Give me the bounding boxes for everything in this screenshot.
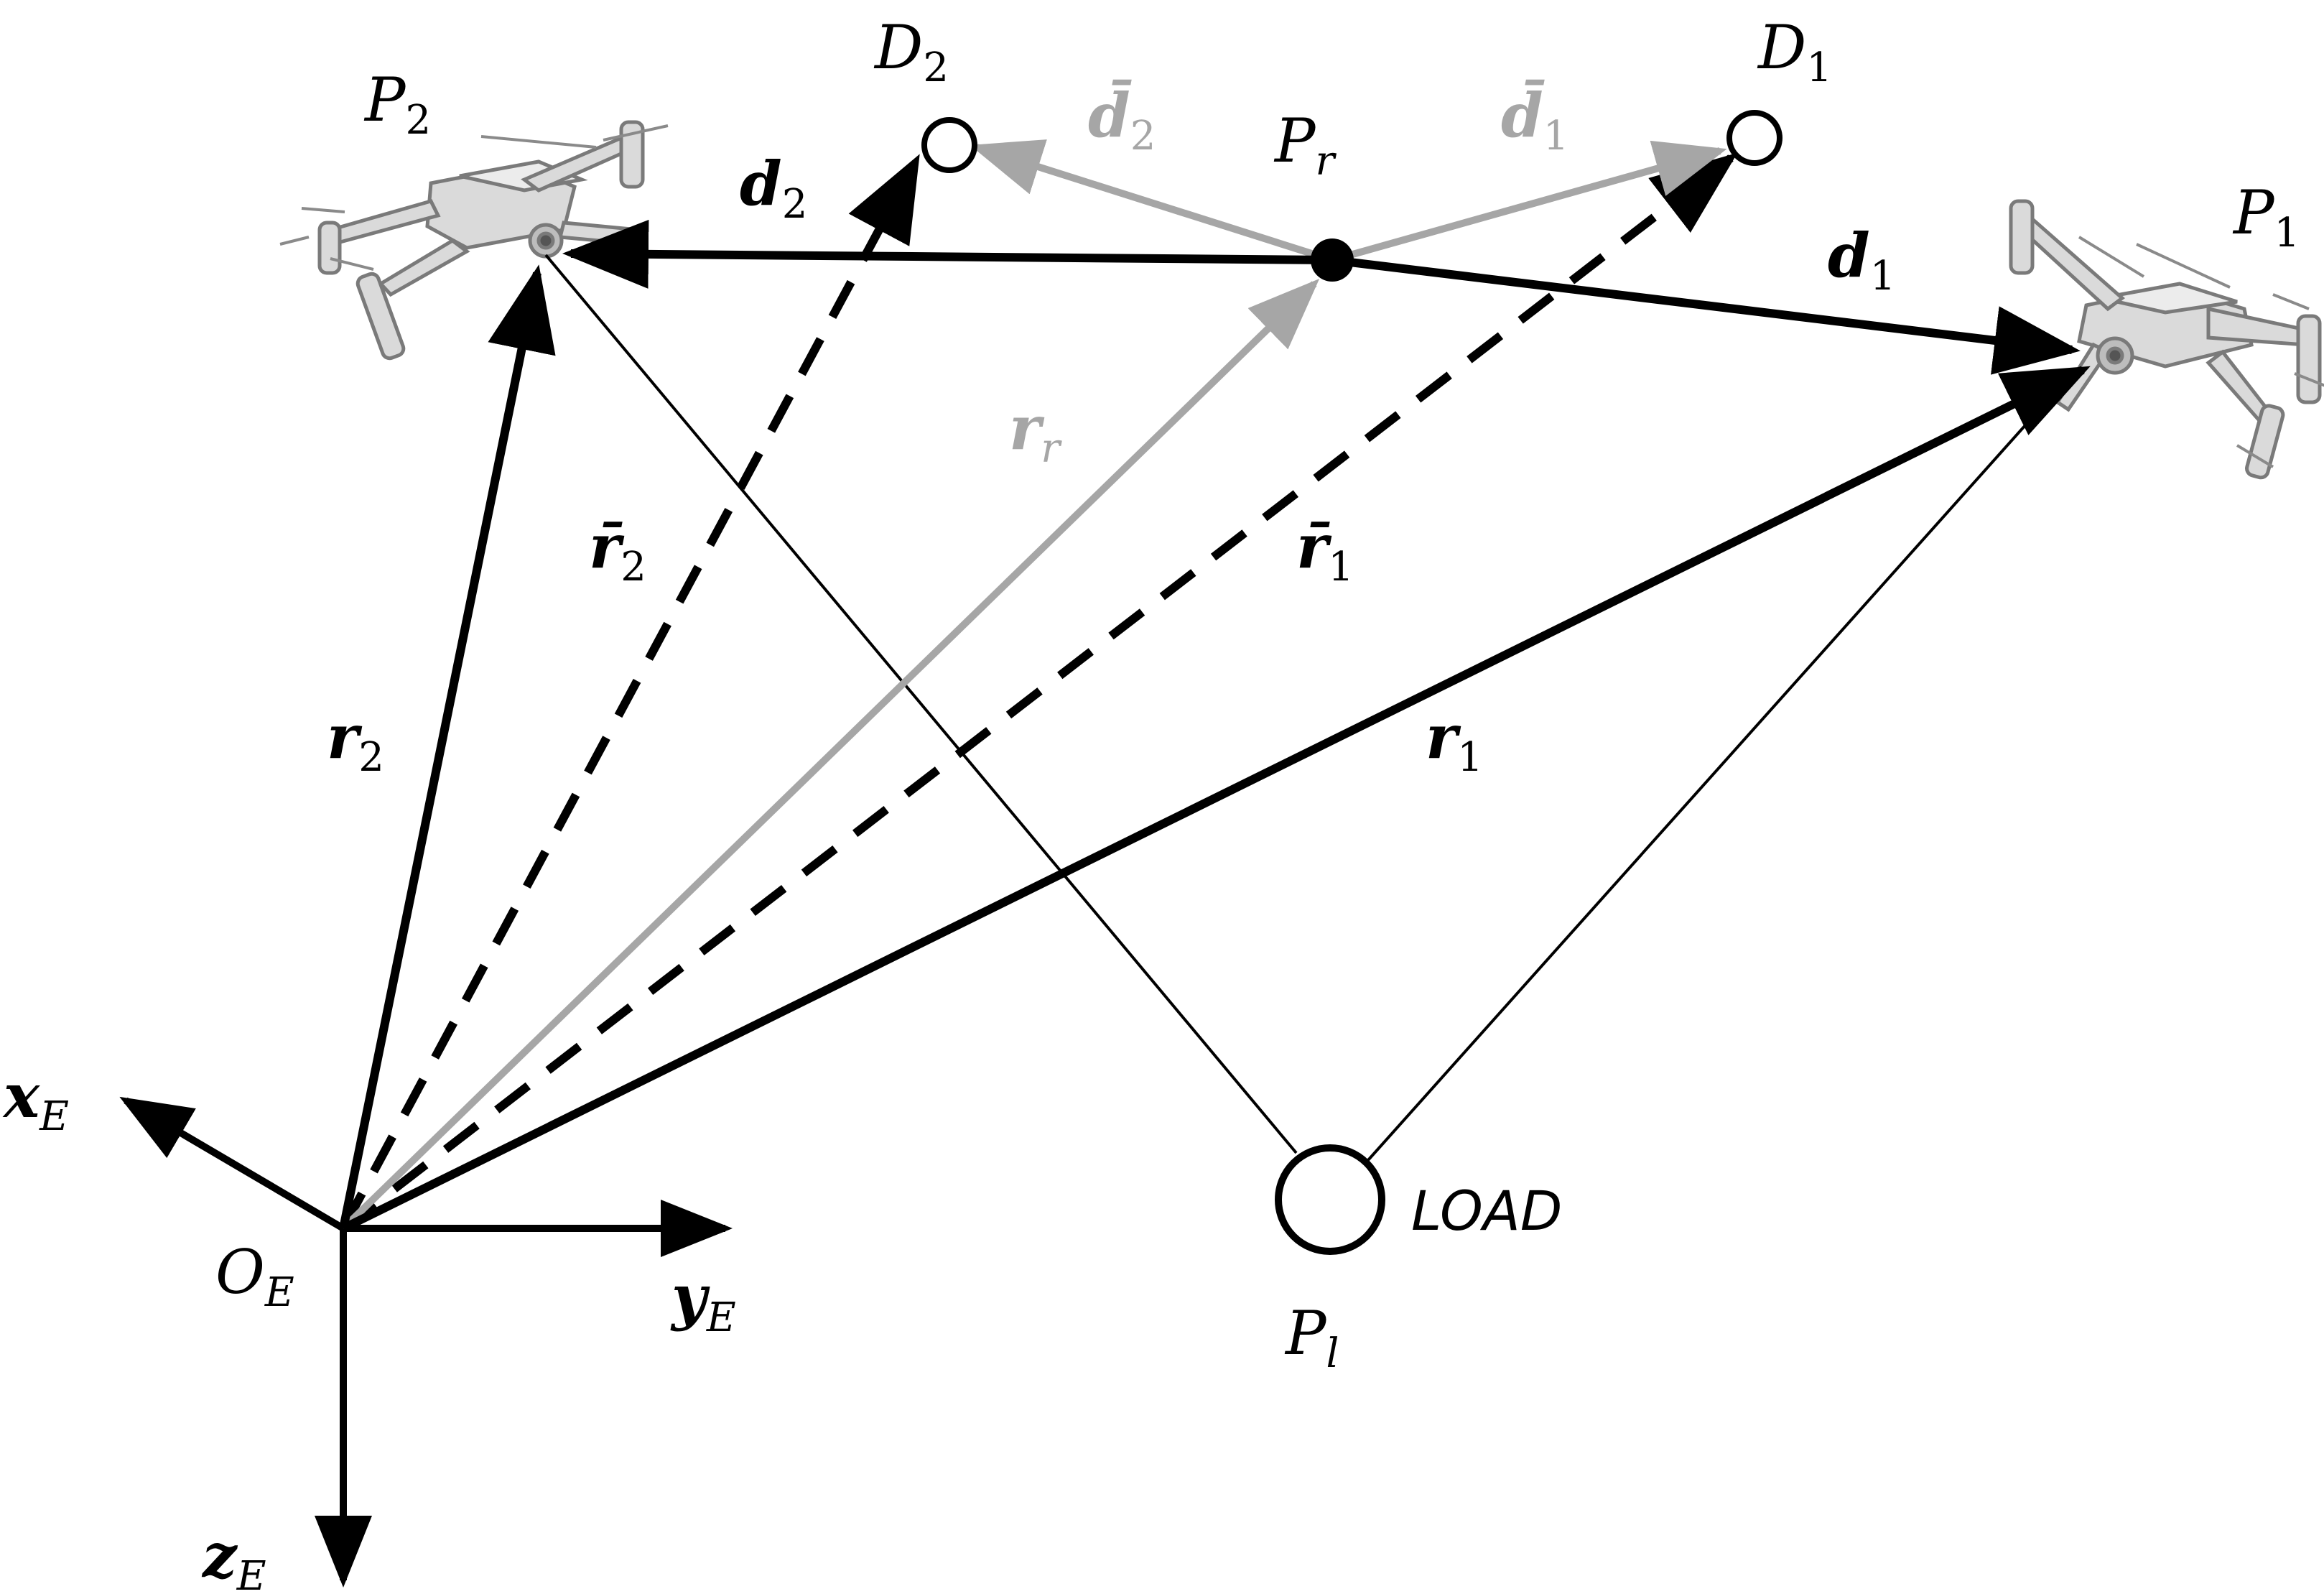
label-r1-bar-vector-sub: 1 bbox=[1328, 544, 1354, 590]
label-d2-vector-sub: 2 bbox=[782, 181, 808, 228]
label-d1-vector-main: d bbox=[1828, 220, 1870, 291]
label-r1-bar-vector-main: r̄ bbox=[1296, 511, 1332, 582]
vector-d1-bar-gray bbox=[1331, 140, 1727, 264]
label-d2-bar-vector-sub: 2 bbox=[1130, 113, 1156, 159]
label-r2-vector-main: r bbox=[327, 701, 363, 772]
label-origin: OE bbox=[215, 1237, 294, 1316]
vector-r2-bar-dashed bbox=[339, 154, 920, 1231]
label-r-r-vector: rr bbox=[1009, 392, 1062, 472]
label-d2-vector-main: d bbox=[740, 148, 782, 219]
label-r2-bar-vector-sub: 2 bbox=[620, 544, 646, 590]
label-pr-sub: r bbox=[1316, 138, 1337, 185]
label-load: LOAD bbox=[1411, 1179, 1562, 1243]
label-p2-main: P bbox=[363, 65, 406, 135]
load-circle bbox=[1275, 1144, 1385, 1255]
label-x-axis-main: x bbox=[2, 1060, 40, 1131]
label-r2-vector: r2 bbox=[327, 701, 384, 781]
label-d1-vector-sub: 1 bbox=[1870, 253, 1896, 300]
label-d2-vector: d2 bbox=[740, 148, 807, 228]
label-d1-vector: d1 bbox=[1828, 220, 1895, 300]
label-pl: Pl bbox=[1284, 1298, 1339, 1377]
label-r2-bar-vector: r̄2 bbox=[589, 511, 646, 590]
label-d1-bar-vector-sub: 1 bbox=[1543, 113, 1569, 159]
label-p1-sub: 1 bbox=[2274, 210, 2300, 256]
label-pl-main: P bbox=[1284, 1298, 1327, 1368]
label-pr-main: P bbox=[1273, 106, 1316, 176]
label-p2-sub: 2 bbox=[406, 97, 432, 144]
label-d1-point-main: D bbox=[1757, 12, 1806, 83]
label-z-axis-main: z bbox=[201, 1520, 238, 1591]
label-origin-main: O bbox=[215, 1237, 265, 1307]
label-p2: P2 bbox=[363, 65, 431, 144]
label-d2-point-main: D bbox=[873, 12, 923, 83]
label-pl-sub: l bbox=[1326, 1330, 1339, 1377]
vector-r-r-gray bbox=[340, 279, 1320, 1231]
vector-d2-bar-gray bbox=[970, 139, 1334, 264]
label-r1-vector-main: r bbox=[1426, 701, 1461, 772]
label-x-axis: xE bbox=[2, 1060, 69, 1140]
label-r1-vector-sub: 1 bbox=[1457, 734, 1483, 781]
label-pr: Pr bbox=[1273, 106, 1337, 185]
label-z-axis: zE bbox=[201, 1520, 266, 1594]
vector-d2 bbox=[562, 219, 1333, 289]
label-d1-bar-vector-main: d̄ bbox=[1501, 80, 1545, 151]
label-y-axis-sub: E bbox=[706, 1294, 736, 1341]
point-d1 bbox=[1726, 110, 1782, 166]
axis-x-arrow bbox=[119, 1096, 345, 1232]
label-r1-vector: r1 bbox=[1426, 701, 1483, 781]
point-pr bbox=[1311, 238, 1354, 282]
label-origin-sub: E bbox=[264, 1269, 294, 1316]
vector-d1 bbox=[1331, 256, 2081, 375]
label-d2-bar-vector: d̄2 bbox=[1088, 80, 1156, 159]
label-d2-bar-vector-main: d̄ bbox=[1088, 80, 1132, 151]
label-d2-point-sub: 2 bbox=[923, 45, 949, 91]
label-d2-point: D2 bbox=[873, 12, 949, 91]
drone-right-icon bbox=[2009, 199, 2324, 480]
label-r2-bar-vector-main: r̄ bbox=[589, 511, 625, 582]
label-r2-vector-sub: 2 bbox=[358, 734, 384, 781]
vector-r1 bbox=[341, 366, 2091, 1233]
point-d2 bbox=[921, 117, 977, 173]
label-r1-bar-vector: r̄1 bbox=[1296, 511, 1354, 590]
label-y-axis: yE bbox=[670, 1261, 736, 1341]
label-p1-main: P bbox=[2232, 177, 2275, 248]
label-p1: P1 bbox=[2232, 177, 2300, 256]
vector-r1-bar-dashed bbox=[340, 152, 1738, 1232]
label-d1-bar-vector: d̄1 bbox=[1501, 80, 1568, 159]
label-x-axis-sub: E bbox=[39, 1093, 69, 1140]
drone-left-icon bbox=[279, 120, 669, 361]
label-r-r-vector-main: r bbox=[1009, 392, 1045, 463]
label-d1-point: D1 bbox=[1757, 12, 1832, 91]
vector-r2 bbox=[339, 264, 556, 1230]
tether-p1-load bbox=[1367, 376, 2070, 1162]
label-d1-point-sub: 1 bbox=[1806, 45, 1832, 91]
label-r-r-vector-sub: r bbox=[1041, 425, 1062, 472]
label-z-axis-sub: E bbox=[236, 1553, 266, 1594]
tether-p2-load bbox=[544, 254, 1298, 1154]
label-y-axis-main: y bbox=[670, 1261, 710, 1333]
